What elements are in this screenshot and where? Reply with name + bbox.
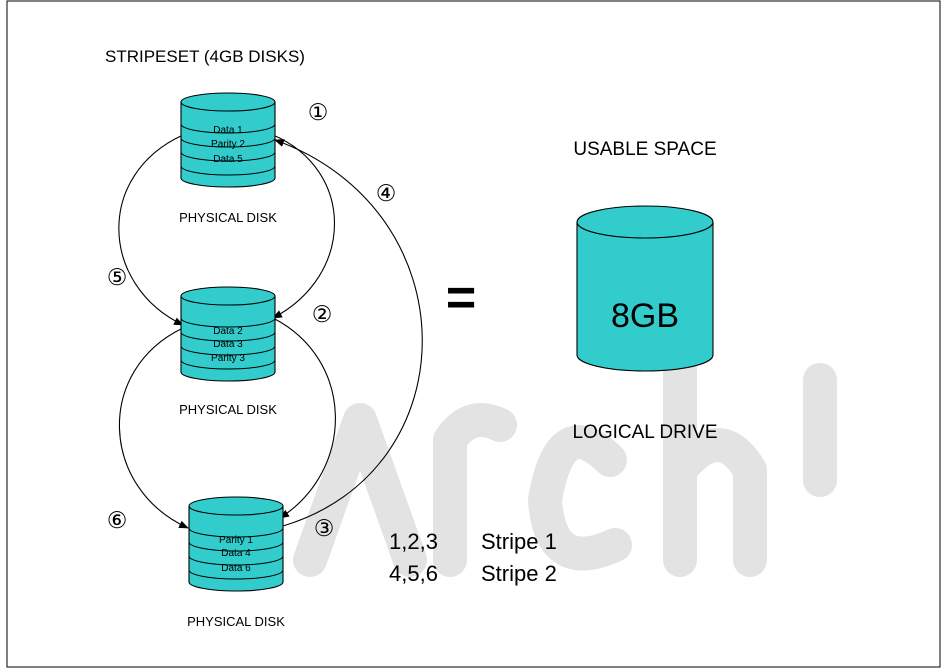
stripe-arrows [118, 134, 423, 529]
legend-sequence: 1,2,3 [389, 529, 438, 554]
arrow-2 [272, 317, 336, 519]
step-1-marker: ① [308, 99, 329, 125]
disk-row: Parity 3 [211, 353, 245, 364]
logical-drive-label: LOGICAL DRIVE [572, 422, 717, 443]
legend-sequence: 4,5,6 [389, 561, 438, 586]
disk-row: Parity 2 [211, 139, 245, 150]
arrow-5 [118, 134, 184, 326]
physical-disk-label: PHYSICAL DISK [179, 210, 277, 225]
physical-disk-2: Data 2 Data 3 Parity 3 [180, 286, 276, 382]
arrow-4 [274, 139, 423, 527]
step-6-marker: ⑥ [107, 507, 128, 533]
disk-row: Data 3 [213, 339, 243, 350]
physical-disk-label: PHYSICAL DISK [179, 402, 277, 417]
physical-disk-1: Data 1 Parity 2 Data 5 [180, 92, 276, 188]
logical-drive-cylinder [576, 205, 714, 372]
physical-disk-label: PHYSICAL DISK [187, 614, 285, 629]
legend-stripe: Stripe 2 [481, 561, 557, 586]
diagram-frame [6, 0, 941, 668]
legend-stripe: Stripe 1 [481, 529, 557, 554]
physical-disk-3: Parity 1 Data 4 Data 6 [188, 496, 284, 592]
stripeset-title: STRIPESET (4GB DISKS) [105, 47, 305, 66]
logical-capacity: 8GB [611, 297, 679, 335]
equals-sign: = [446, 269, 476, 327]
disk-row: Data 1 [213, 125, 243, 136]
disk-row: Data 4 [221, 548, 251, 559]
arrow-1 [272, 134, 335, 319]
disk-row: Data 6 [221, 563, 251, 574]
usable-space-label: USABLE SPACE [573, 139, 716, 160]
disk-row: Data 5 [213, 154, 243, 165]
step-4-marker: ④ [376, 180, 397, 206]
step-2-marker: ② [312, 301, 333, 327]
disk-row: Data 2 [213, 326, 243, 337]
step-3-marker: ③ [314, 515, 335, 541]
arrow-6 [118, 327, 189, 529]
disk-row: Parity 1 [219, 535, 253, 546]
step-5-marker: ⑤ [107, 264, 128, 290]
